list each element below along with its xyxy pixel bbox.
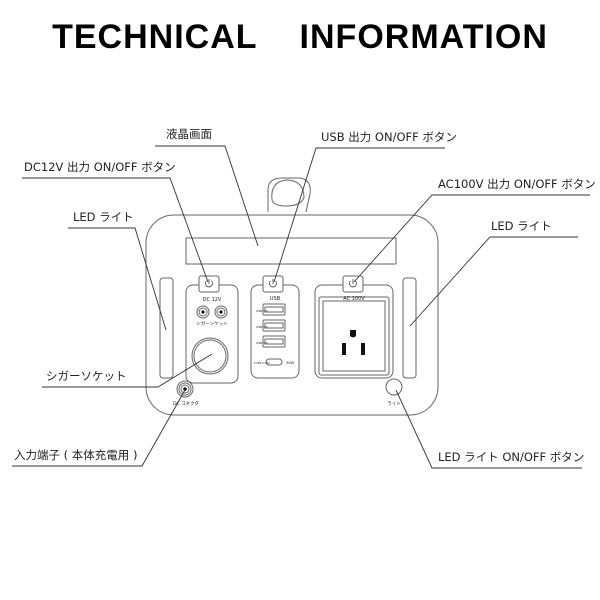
typec-watt: 30W — [286, 361, 294, 365]
usb-port-1 — [262, 303, 286, 316]
ac-panel-label: AC 100V — [343, 296, 365, 302]
usb-port-label-1: USB 3.0 — [256, 309, 268, 313]
light-label: ライト — [387, 401, 401, 407]
callout-input-terminal: 入力端子 ( 本体充電用 ) — [14, 448, 138, 462]
leader-lcd — [155, 145, 259, 247]
callout-led-left: LED ライト — [73, 210, 134, 224]
led-light-left — [159, 277, 174, 379]
leader-cigar — [42, 353, 213, 388]
usb-port-2 — [262, 319, 286, 332]
callout-led-right: LED ライト — [491, 219, 552, 233]
light-button — [385, 378, 403, 396]
dc-panel-label: DC 12V — [203, 297, 222, 303]
led-light-right — [402, 277, 417, 379]
typec-port — [265, 358, 283, 366]
title-word-2: INFORMATION — [299, 18, 548, 56]
usb-port-label-3: USB 3.0 — [256, 341, 268, 345]
outlet-slot-right — [361, 343, 365, 355]
outlet-slot-left — [342, 343, 346, 355]
callout-led-button: LED ライト ON/OFF ボタン — [438, 450, 585, 464]
callout-dc12v-button: DC12V 出力 ON/OFF ボタン — [24, 160, 176, 174]
ac-outlet-inner — [322, 300, 386, 372]
usb-port-label-2: USB 3.0 — [256, 325, 268, 329]
outlet-ground-hole — [350, 330, 356, 338]
dc-connector-label: DC コネクタ — [173, 400, 199, 407]
usb-panel-label: USB — [270, 296, 281, 302]
typec-label: TYPE-C PD — [253, 361, 270, 365]
callout-lcd: 液晶画面 — [166, 127, 212, 141]
dc-connector — [176, 380, 194, 398]
leader-led-left — [68, 227, 167, 331]
ac-outlet-frame — [318, 296, 390, 376]
cigar-socket — [191, 337, 229, 375]
handle — [267, 177, 311, 213]
leader-led-button — [395, 389, 582, 469]
callout-usb-button: USB 出力 ON/OFF ボタン — [321, 130, 457, 144]
callout-cigar-socket: シガーソケット — [46, 369, 127, 383]
lcd-screen — [185, 237, 397, 265]
usb-port-3 — [262, 335, 286, 348]
device-body — [145, 214, 439, 416]
leader-ac100v — [353, 194, 590, 283]
handle-grip — [271, 179, 305, 207]
page-title: TECHNICAL INFORMATION — [0, 18, 600, 57]
dc-socket-2 — [214, 305, 228, 319]
title-word-1: TECHNICAL — [52, 18, 258, 56]
leader-dc12v — [22, 177, 209, 283]
cigar-label: シガーソケット — [196, 320, 228, 327]
dc-socket-1 — [196, 305, 210, 319]
leader-input — [12, 389, 186, 467]
leader-led-right — [409, 236, 578, 327]
callout-ac100v-button: AC100V 出力 ON/OFF ボタン — [438, 177, 596, 191]
leader-usb — [273, 147, 445, 283]
